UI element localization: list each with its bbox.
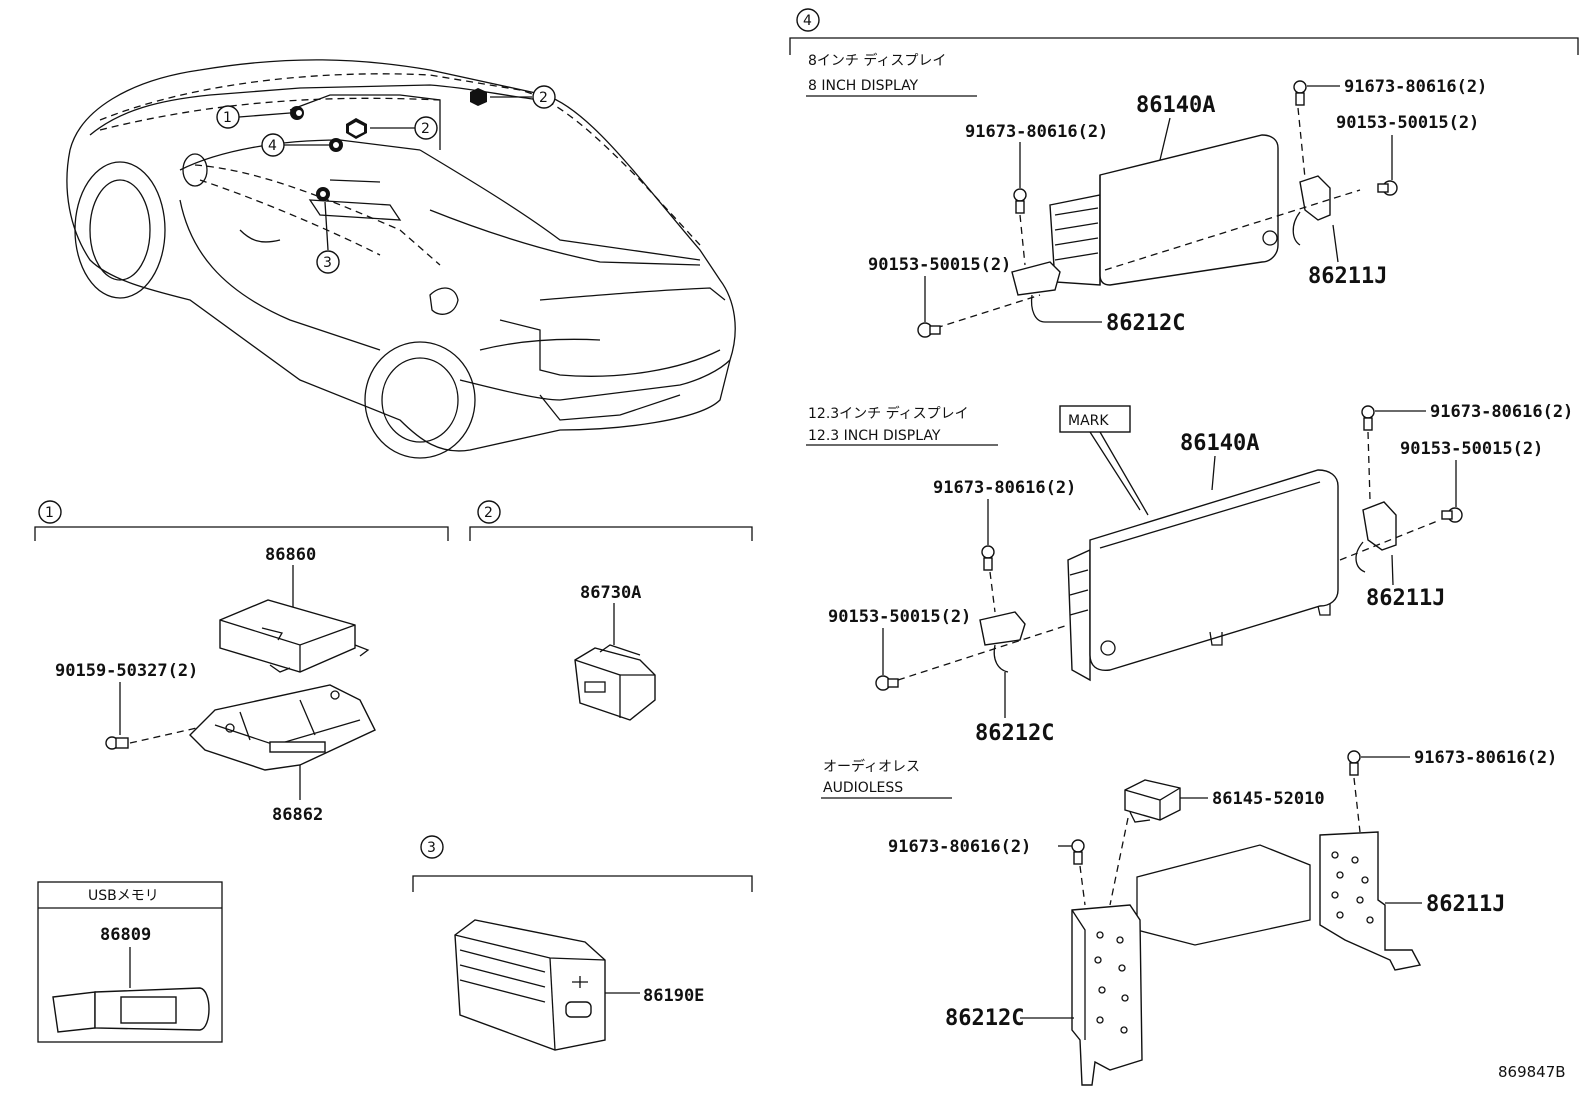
audioless-bracket-right-label: 86211J [1426,892,1505,917]
part-number-86730A: 86730A [580,583,641,603]
display-12inch-title-jp: 12.3インチ ディスプレイ [808,405,969,422]
audioless-module-label: 86145-52010 [1212,789,1325,809]
display-8inch-group: 8インチ ディスプレイ 8 INCH DISPLAY 86140A [806,52,1487,338]
bolt-91673-8in-top [1293,80,1307,106]
module-86145 [1124,779,1181,823]
usb-stick-86809 [52,987,210,1033]
drawing-code: 869847B [1498,1063,1566,1081]
display-12inch-unit [1067,469,1339,682]
display-12inch-screw-left-label: 90153-50015(2) [828,607,971,627]
screw-90153-12in-left [875,675,899,691]
module-86730A [574,644,656,721]
car-callout-3: 3 [316,250,340,274]
display-8inch-bracket-right-label: 86211J [1308,264,1387,289]
bolt-91673-audioless-left [1071,839,1085,865]
display-12inch-part-number: 86140A [1180,431,1259,456]
display-12inch-bolt-top-label: 91673-80616(2) [1430,402,1573,422]
car-callout-1: 1 [216,105,240,129]
display-8inch-unit [1049,134,1279,286]
bolt-91673-8in-left [1013,188,1027,214]
bracket-86862 [189,684,376,771]
section-2: 2 86730A [469,500,753,721]
car-callout-label: 4 [268,138,277,154]
usb-memory-box: USBメモリ 86809 [37,881,223,1043]
section-4: 4 8インチ ディスプレイ 8 INCH DISPLAY 86140A [789,8,1579,1086]
section-1: 1 86860 90159-50327(2) [34,500,449,825]
display-12inch-bolt-left-label: 91673-80616(2) [933,478,1076,498]
display-8inch-bolt-left-label: 91673-80616(2) [965,122,1108,142]
part-number-90159-50327: 90159-50327(2) [55,661,198,681]
section-2-number: 2 [484,505,493,521]
display-8inch-title-en: 8 INCH DISPLAY [808,78,919,94]
display-12inch-bracket-left-label: 86212C [975,721,1054,746]
display-8inch-screw-right-label: 90153-50015(2) [1336,113,1479,133]
mark-label: MARK [1068,413,1109,429]
bolt-91673-audioless-top [1347,750,1361,776]
car-illustration: 1 2 2 4 3 [66,59,736,459]
car-callout-4: 4 [261,133,285,157]
display-12inch-bracket-right-label: 86211J [1366,586,1445,611]
display-8inch-part-number: 86140A [1136,93,1215,118]
display-8inch-title-jp: 8インチ ディスプレイ [808,52,946,69]
ecu-box-86860 [219,599,370,673]
usb-port-86190E [454,919,606,1051]
audioless-bracket-left-label: 86212C [945,1006,1024,1031]
display-8inch-bracket-left [1011,261,1061,323]
car-callout-label: 1 [223,110,232,126]
audioless-bolt-top-label: 91673-80616(2) [1414,748,1557,768]
part-number-86190E: 86190E [643,986,704,1006]
bolt-91673-12in-top [1361,405,1375,431]
part-number-86809: 86809 [100,925,151,945]
audioless-bracket-right [1319,831,1422,971]
display-12inch-bracket-right [1355,501,1397,573]
section-3: 3 86190E [412,835,753,1051]
display-12inch-bracket-left [979,611,1026,673]
usb-memory-title: USBメモリ [88,888,159,904]
audioless-bracket-left [1071,904,1143,1086]
bolt-90159 [105,736,129,750]
bolt-91673-12in-left [981,545,995,571]
screw-90153-8in-right [1377,180,1398,196]
screw-90153-8in-left [917,322,941,338]
audioless-title-en: AUDIOLESS [823,780,903,796]
audioless-group: オーディオレス AUDIOLESS 91673-80616(2) 86145-5… [821,748,1557,1086]
part-number-86860: 86860 [265,545,316,565]
section-4-number: 4 [803,13,812,29]
display-12inch-screw-right-label: 90153-50015(2) [1400,439,1543,459]
display-12inch-group: 12.3インチ ディスプレイ 12.3 INCH DISPLAY MARK 86… [806,402,1573,746]
car-callout-label: 3 [323,255,332,271]
section-1-number: 1 [45,505,54,521]
car-callout-label: 2 [539,90,548,106]
section-3-number: 3 [427,840,436,856]
display-8inch-screw-left-label: 90153-50015(2) [868,255,1011,275]
display-8inch-bolt-top-label: 91673-80616(2) [1344,77,1487,97]
display-8inch-bracket-right [1292,175,1331,246]
display-12inch-title-en: 12.3 INCH DISPLAY [808,428,941,444]
audioless-bolt-left-label: 91673-80616(2) [888,837,1031,857]
car-callout-2a: 2 [532,85,556,109]
part-number-86862: 86862 [272,805,323,825]
audioless-title-jp: オーディオレス [823,758,920,775]
car-callout-label: 2 [421,121,430,137]
car-callout-2b: 2 [414,116,438,140]
display-8inch-bracket-left-label: 86212C [1106,311,1185,336]
screw-90153-12in-right [1441,507,1463,523]
